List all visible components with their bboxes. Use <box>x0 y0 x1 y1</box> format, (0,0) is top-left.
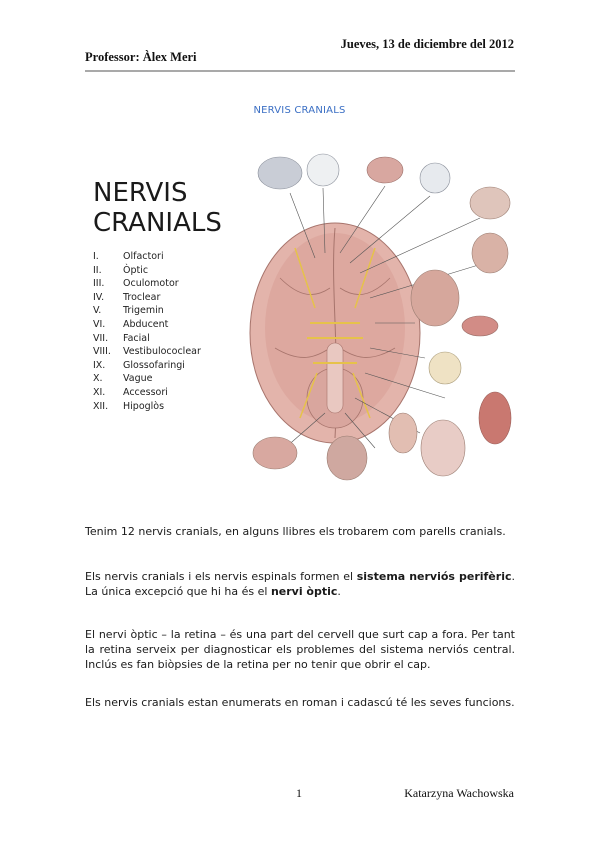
nerve-number: III. <box>93 278 105 290</box>
nerve-name: Vestibulococlear <box>123 346 201 358</box>
figure-title-line1: NERVIS <box>93 178 188 208</box>
eyeball-thumb <box>306 153 340 187</box>
list-item: XII. Hipoglòs <box>93 400 201 414</box>
list-item: XI. Accessori <box>93 386 201 400</box>
paragraph-1: Tenim 12 nervis cranials, en alguns llib… <box>85 525 506 538</box>
nerve-number: VIII. <box>93 346 111 358</box>
nerve-name: Olfactori <box>123 251 164 262</box>
organ-thumbnails-side <box>252 232 512 481</box>
list-item: IX. Glossofaringi <box>93 359 201 373</box>
nerve-number: XII. <box>93 400 109 412</box>
nerve-number: VI. <box>93 318 106 330</box>
inner-ear-thumb <box>428 351 462 385</box>
nerve-number: II. <box>93 264 102 276</box>
ear-thumb <box>388 412 418 454</box>
cranial-nerves-figure: NERVIS CRANIALS I. Olfactori II. Òptic III… <box>85 148 515 498</box>
nerve-number: VII. <box>93 332 109 344</box>
paragraph-2-bold-2: nervi òptic <box>270 585 338 598</box>
nerve-name: Òptic <box>123 264 149 276</box>
shoulder-thumb <box>326 435 368 481</box>
paragraph-3: El nervi òptic – la retina – és una part… <box>85 628 515 671</box>
nerve-number: IX. <box>93 359 106 371</box>
nerve-number: IV. <box>93 291 105 303</box>
figure-title: NERVIS CRANIALS <box>93 178 222 238</box>
figure-title-line2: CRANIALS <box>93 208 222 238</box>
header-date: Jueves, 13 de diciembre del 2012 <box>340 37 514 51</box>
organ-thumbnails-top <box>257 153 511 220</box>
list-item: VIII. Vestibulococlear <box>93 345 201 359</box>
paragraph-4: Els nervis cranials estan enumerats en r… <box>85 696 515 709</box>
list-item: IV. Troclear <box>93 291 201 305</box>
paragraph-2: Els nervis cranials i els nervis espinal… <box>85 569 515 599</box>
nerve-name: Oculomotor <box>123 278 179 290</box>
nerve-name: Abducent <box>123 318 169 330</box>
footer-page-number: 1 <box>296 786 302 800</box>
list-item: V. Trigemin <box>93 304 201 318</box>
organs-thumb <box>420 419 466 477</box>
nerve-name: Vague <box>123 373 153 385</box>
tongue-thumb <box>461 315 499 337</box>
nerve-number: XI. <box>93 386 106 398</box>
nerve-name: Troclear <box>123 291 161 303</box>
nerve-number: V. <box>93 305 102 317</box>
document-title: NERVIS CRANIALS <box>253 105 346 116</box>
nerve-name: Accessori <box>123 386 168 398</box>
footer-author: Katarzyna Wachowska <box>404 786 514 800</box>
nerve-number: I. <box>93 251 99 262</box>
nerve-list: I. Olfactori II. Òptic III. Oculomotor IV. T… <box>93 250 201 413</box>
brain-illustration <box>249 153 512 481</box>
list-item: II. Òptic <box>93 264 201 278</box>
eye-thumb <box>419 162 451 194</box>
header-rule <box>85 70 515 72</box>
list-item: III. Oculomotor <box>93 277 201 291</box>
eye-muscle-thumb <box>366 156 404 184</box>
jaw-thumb <box>471 232 509 274</box>
nerve-name: Glossofaringi <box>123 359 185 371</box>
paragraph-2-text-c: . <box>337 585 341 598</box>
brain <box>249 222 421 444</box>
header-professor: Professor: Àlex Meri <box>85 50 197 64</box>
paragraph-2-text-a: Els nervis cranials i els nervis espinal… <box>85 570 357 583</box>
nerve-name: Hipoglòs <box>123 400 165 412</box>
head-profile-thumb <box>410 269 460 327</box>
list-item: VI. Abducent <box>93 318 201 332</box>
paragraph-2-bold-1: sistema nerviós perifèric <box>356 570 512 583</box>
nasal-cavity-thumb <box>257 156 303 190</box>
paragraph-2-text-b: . La única excepció que hi ha és el <box>85 570 515 598</box>
nerve-name: Facial <box>123 332 150 344</box>
list-item: X. Vague <box>93 372 201 386</box>
nerve-name: Trigemin <box>123 305 164 317</box>
list-item: VII. Facial <box>93 332 201 346</box>
neck-muscle-thumb <box>478 391 512 445</box>
leader-lines <box>284 185 486 449</box>
mouth-thumb <box>252 436 298 470</box>
list-item: I. Olfactori <box>93 250 201 264</box>
face-thumb <box>469 186 511 220</box>
nerve-number: X. <box>93 373 103 385</box>
